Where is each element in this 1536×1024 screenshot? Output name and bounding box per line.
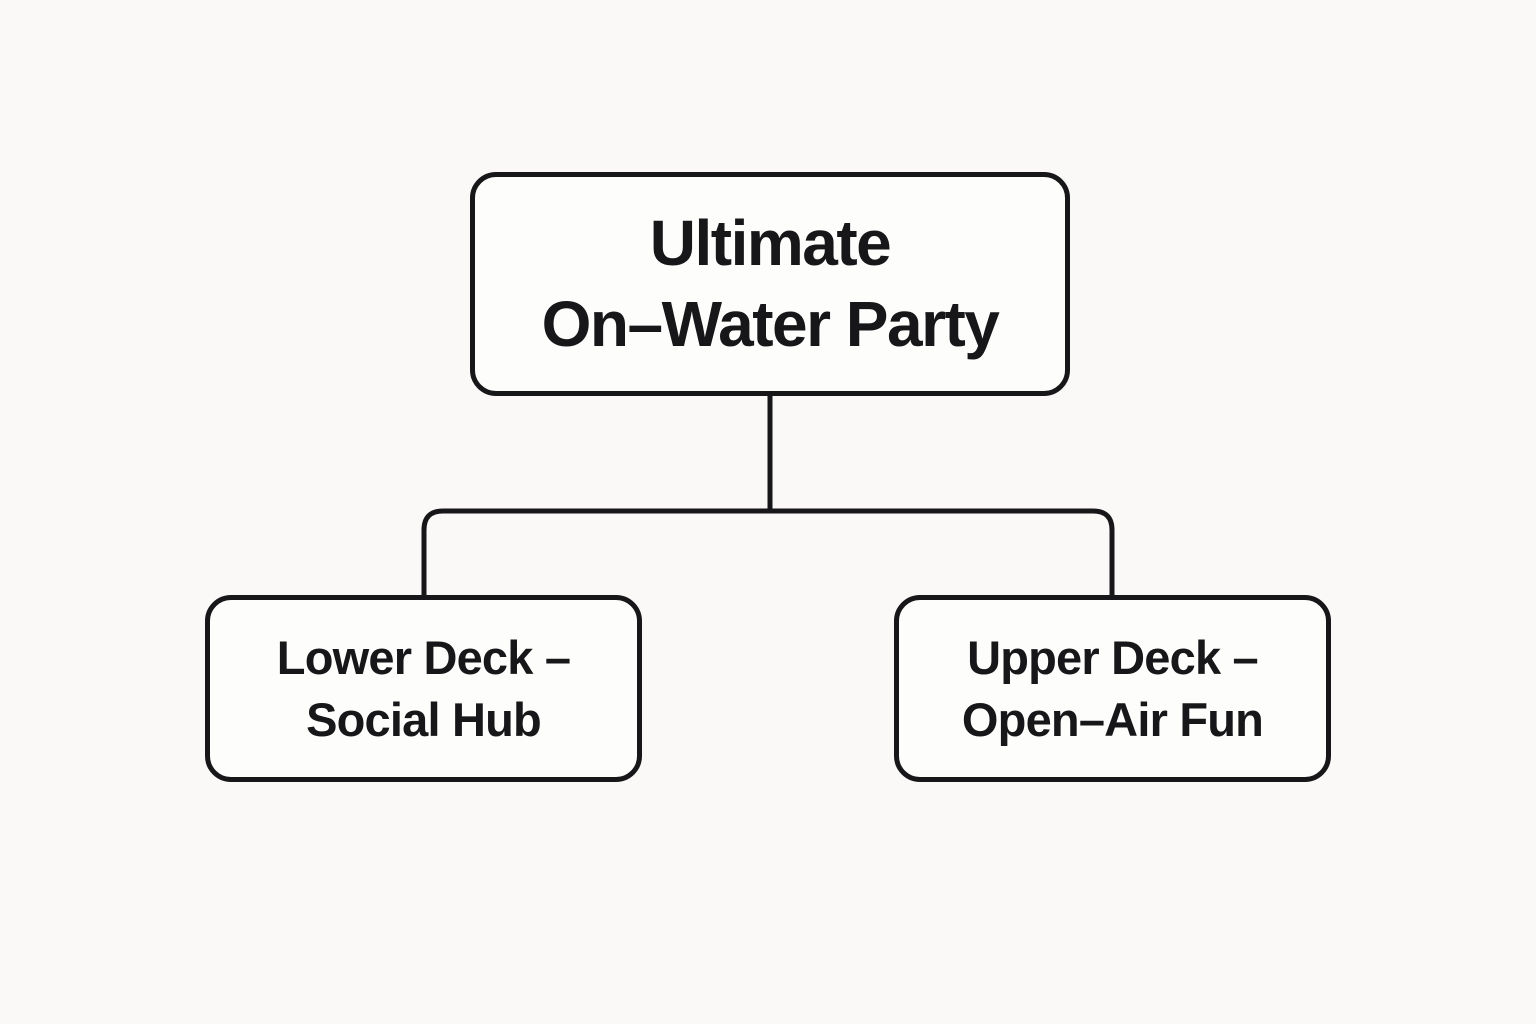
node-label-line: Open–Air Fun bbox=[961, 692, 1264, 746]
node-ultimate-on-water-party: Ultimate On–Water Party bbox=[470, 172, 1070, 396]
node-label-line: Ultimate bbox=[649, 207, 892, 280]
node-upper-deck-open-air-fun: Upper Deck – Open–Air Fun bbox=[894, 595, 1331, 782]
node-label-line: Lower Deck – bbox=[276, 631, 571, 685]
node-label-line: Social Hub bbox=[306, 692, 542, 746]
node-lower-deck-social-hub: Lower Deck – Social Hub bbox=[205, 595, 642, 782]
node-label-line: Upper Deck – bbox=[967, 631, 1259, 685]
node-label-line: On–Water Party bbox=[541, 288, 1000, 360]
